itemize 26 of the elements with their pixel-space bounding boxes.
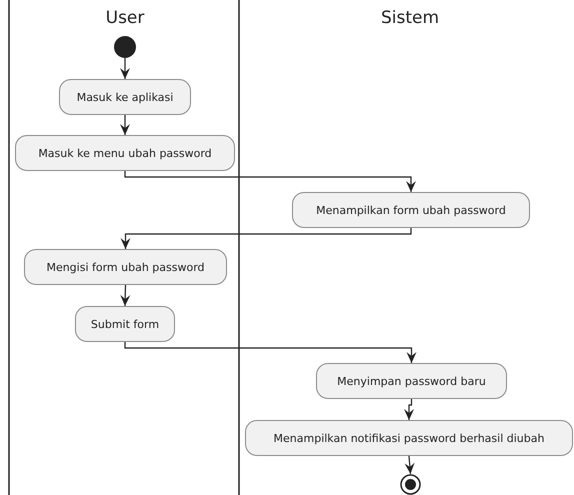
arrow (404, 456, 415, 474)
action-label: Submit form (90, 318, 160, 330)
action-label: Menampilkan form ubah password (316, 204, 506, 216)
action-label: Mengisi form ubah password (46, 260, 205, 274)
start-node (114, 36, 136, 58)
action-label: Masuk ke menu ubah password (38, 146, 212, 160)
action-box (316, 363, 507, 399)
action-label: Masuk ke aplikasi (76, 90, 174, 104)
end-node (400, 474, 421, 495)
arrow (120, 228, 412, 249)
arrow (404, 399, 414, 420)
arrow (120, 58, 130, 79)
arrow (120, 115, 130, 135)
action-label: Menyimpan password baru (337, 374, 486, 388)
lane-heading: Sistem (380, 8, 440, 28)
action-box (59, 79, 191, 115)
arrow (124, 171, 416, 192)
arrow (120, 284, 130, 306)
action-box (292, 192, 530, 228)
action-label: Menampilkan notifikasi password berhasil diubah (274, 432, 544, 444)
action-box (24, 249, 227, 285)
action-box (75, 306, 175, 342)
arrow (124, 342, 416, 363)
lane-heading: User (106, 8, 144, 28)
action-box (245, 420, 573, 456)
action-box (15, 135, 235, 171)
